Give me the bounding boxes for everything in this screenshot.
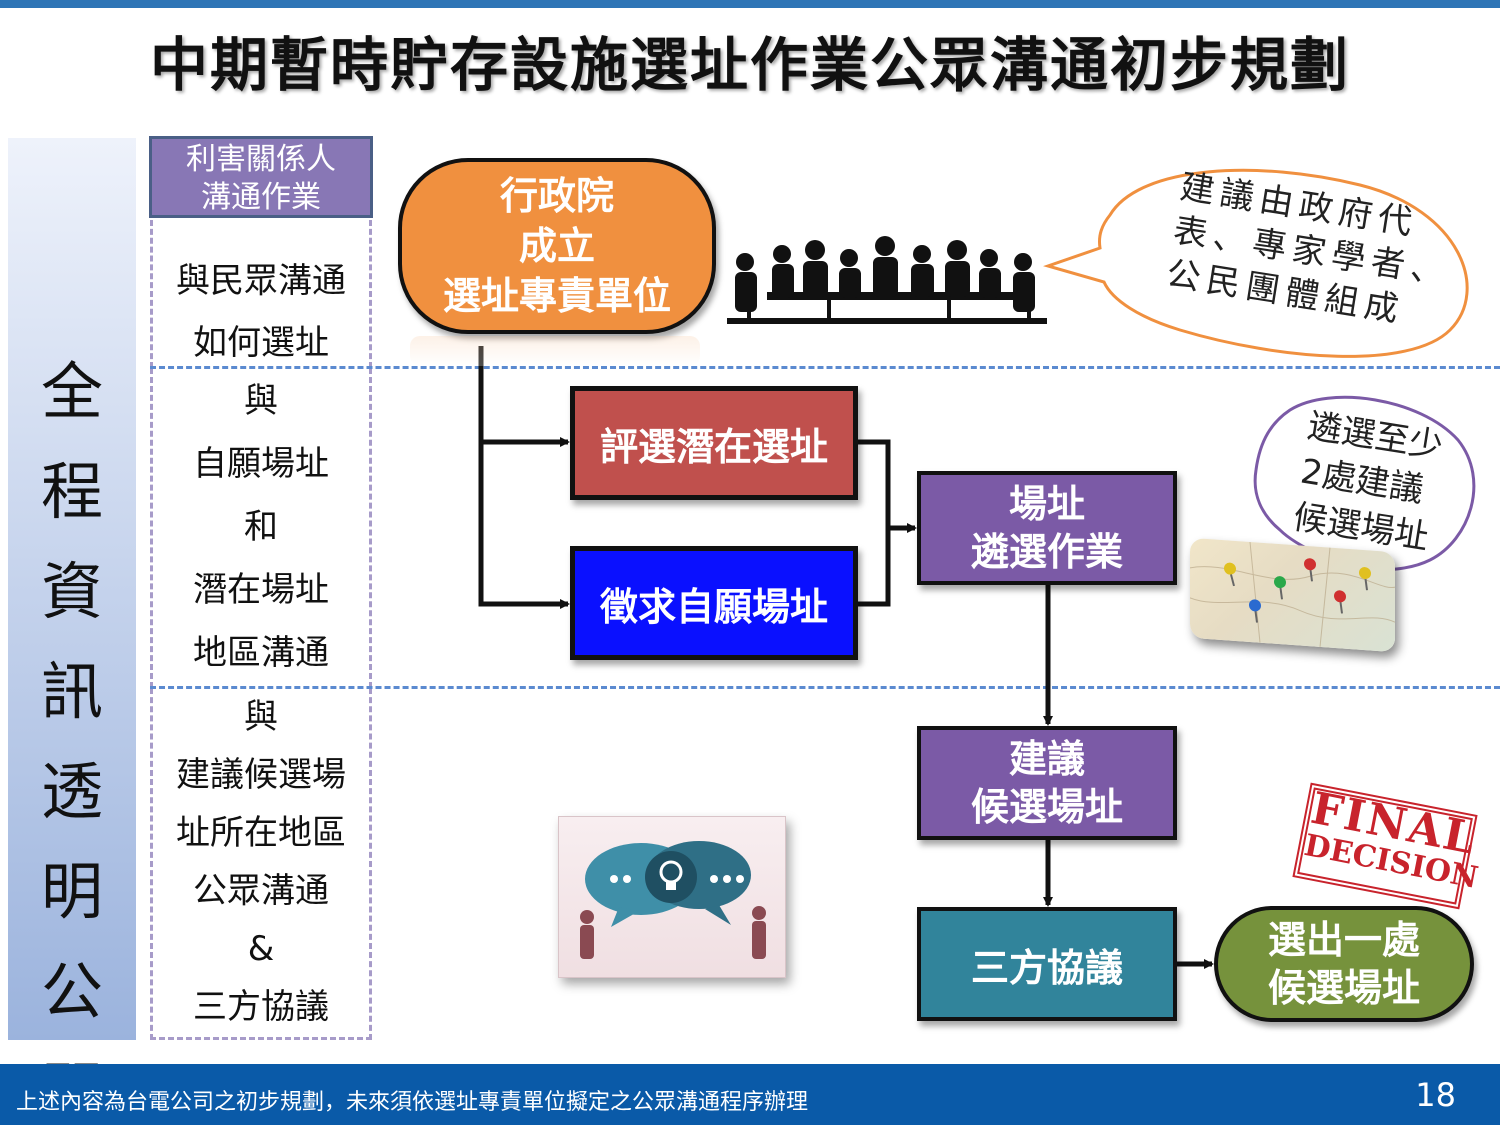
phase2-line2: 自願場址	[193, 444, 329, 484]
executive-yuan-box: 行政院 成立 選址專責單位	[398, 158, 716, 334]
transparency-char: 公	[40, 955, 103, 1028]
phase2-line5: 地區溝通	[193, 633, 329, 673]
meeting-silhouette-image	[727, 236, 1047, 324]
phase2-line3: 和	[244, 507, 278, 547]
connector-merge	[858, 439, 891, 607]
phase3-line4: 公眾溝通	[193, 871, 329, 911]
tripartite-label: 三方協議	[970, 945, 1123, 990]
page-title: 中期暫時貯存設施選址作業公眾溝通初步規劃	[149, 31, 1350, 99]
map-pins-image	[1190, 537, 1395, 653]
phase3-line1: 與	[244, 697, 278, 737]
page-number: 18	[1415, 1076, 1456, 1114]
stakeholder-phase-1: 與民眾溝通 如何選址	[150, 220, 372, 368]
phase2-line1: 與	[244, 381, 278, 421]
final-line2: 候選場址	[1267, 966, 1420, 1010]
transparency-char: 全	[40, 355, 103, 428]
stakeholder-header: 利害關係人 溝通作業	[149, 136, 373, 218]
transparency-char: 資	[40, 555, 103, 628]
executive-line1: 行政院	[499, 174, 614, 218]
selection-line1: 場址	[1008, 482, 1085, 526]
phase3-line2: 建議候選場	[176, 755, 346, 795]
executive-line3: 選址專責單位	[442, 274, 671, 318]
select-two-callout-text: 遴選至少 2處建議 候選場址	[1290, 403, 1460, 563]
phase3-line6: 三方協議	[193, 987, 329, 1027]
phase2-line4: 潛在場址	[193, 570, 329, 610]
executive-line2: 成立	[518, 224, 595, 268]
communication-illustration	[558, 816, 786, 978]
final-line1: 選出一處	[1267, 918, 1420, 962]
final-candidate-box: 選出一處 候選場址	[1214, 906, 1474, 1022]
selection-line2: 遴選作業	[970, 530, 1123, 574]
transparency-char: 訊	[40, 655, 103, 728]
stakeholder-phase-3: 與 建議候選場 址所在地區 公眾溝通 & 三方協議	[150, 688, 372, 1040]
stakeholder-header-line2: 溝通作業	[201, 180, 321, 215]
site-selection-box: 場址 遴選作業	[917, 471, 1177, 585]
transparency-band: 全程資訊透明公開	[8, 138, 136, 1125]
transparency-char: 透	[40, 755, 103, 828]
connector-to-solicit	[478, 346, 570, 609]
recommend-candidates-box: 建議 候選場址	[917, 726, 1177, 840]
solicit-volunteer-box: 徵求自願場址	[570, 546, 858, 660]
tripartite-agreement-box: 三方協議	[917, 907, 1177, 1021]
recommend-line1: 建議	[1008, 737, 1085, 781]
recommend-line2: 候選場址	[970, 785, 1123, 829]
executive-box-reflection	[410, 336, 700, 366]
phase1-line1: 與民眾溝通	[176, 261, 346, 301]
phase3-line3: 址所在地區	[176, 813, 346, 853]
stakeholder-phase-2: 與 自願場址 和 潛在場址 地區溝通	[150, 368, 372, 688]
solicit-label: 徵求自願場址	[599, 584, 828, 629]
phase3-line5: &	[247, 929, 275, 969]
transparency-char: 明	[40, 855, 103, 928]
stakeholder-header-line1: 利害關係人	[186, 142, 336, 177]
evaluate-label: 評選潛在選址	[599, 424, 828, 469]
transparency-char: 程	[40, 455, 103, 528]
phase1-line2: 如何選址	[193, 323, 329, 363]
footer-bar: 上述內容為台電公司之初步規劃，未來須依選址專責單位擬定之公眾溝通程序辦理 18	[0, 1064, 1500, 1125]
evaluate-sites-box: 評選潛在選址	[570, 386, 858, 500]
phase-divider-2	[150, 686, 1500, 689]
committee-callout-bubble	[1043, 168, 1469, 358]
footer-note: 上述內容為台電公司之初步規劃，未來須依選址專責單位擬定之公眾溝通程序辦理	[16, 1090, 809, 1115]
phase-divider-1	[150, 366, 1500, 369]
top-accent-bar	[0, 0, 1500, 8]
